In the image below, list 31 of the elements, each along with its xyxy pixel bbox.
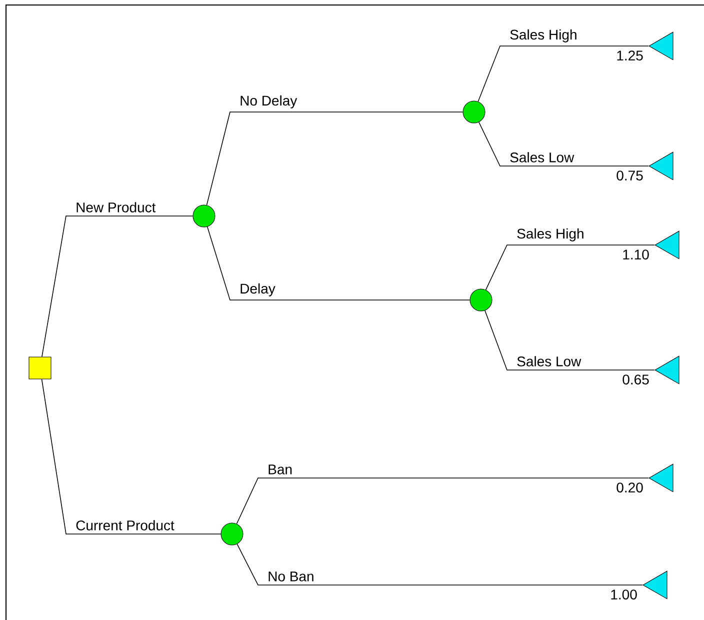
payoff-value: 1.00 xyxy=(611,590,637,600)
branch-line xyxy=(206,112,464,206)
branch-line xyxy=(478,122,649,166)
edge-label: Sales Low xyxy=(510,152,574,162)
branch-line xyxy=(478,46,649,102)
edge-label: New Product xyxy=(76,202,156,212)
chance-circle xyxy=(470,288,492,312)
edge-label: No Ban xyxy=(268,572,314,582)
edge-label: Ban xyxy=(268,464,292,474)
branch-line xyxy=(236,478,649,524)
branch-line xyxy=(41,378,222,534)
branch-line xyxy=(484,310,655,370)
edge-label: Delay xyxy=(240,283,276,296)
payoff-value: 1.10 xyxy=(623,250,649,260)
payoff-value: 0.75 xyxy=(616,170,643,180)
payoff-value: 0.65 xyxy=(622,374,649,384)
branch-line xyxy=(206,226,470,300)
branch-line xyxy=(485,244,655,290)
edge-label: No Delay xyxy=(240,95,298,108)
payoff-value: 1.25 xyxy=(617,50,643,60)
edge-label: Sales High xyxy=(510,29,576,42)
edge-label: Sales High xyxy=(517,228,584,242)
chance-circle xyxy=(192,204,216,228)
payoff-value: 0.20 xyxy=(616,482,643,492)
chance-circle xyxy=(220,522,244,546)
branch-line xyxy=(42,216,194,358)
branch-line xyxy=(236,544,643,586)
edge-label: Sales Low xyxy=(517,356,582,366)
edge-label: Current Product xyxy=(76,520,174,530)
chance-circle xyxy=(462,100,486,124)
decision-square xyxy=(28,356,52,380)
